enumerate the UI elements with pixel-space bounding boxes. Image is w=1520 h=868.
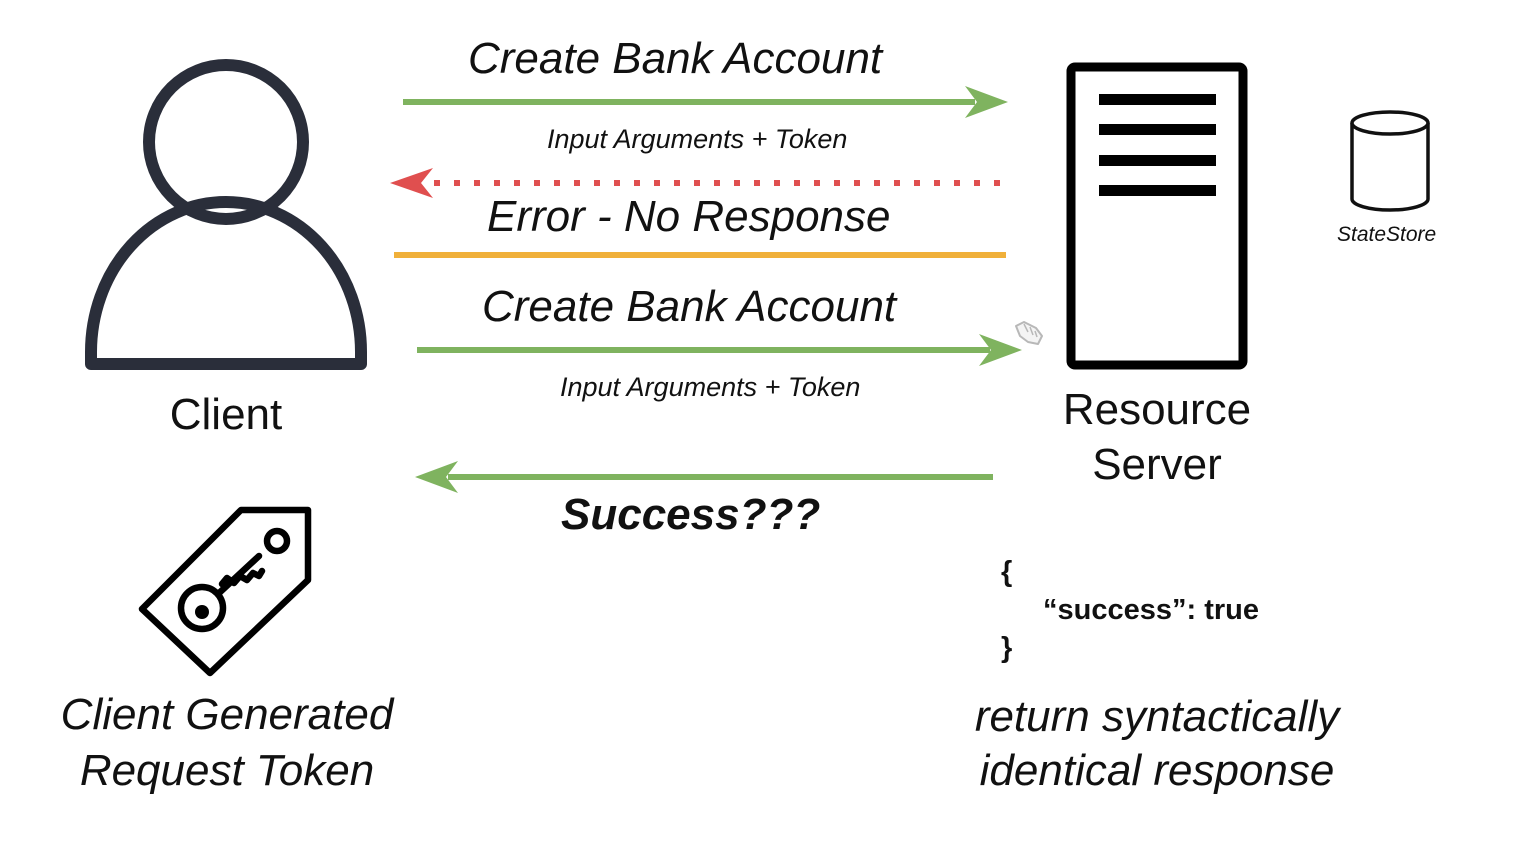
cursor-hand-icon xyxy=(1015,321,1043,345)
server-label-line2: Server xyxy=(1092,440,1222,489)
note-line2: identical response xyxy=(979,746,1335,795)
key-tag-icon xyxy=(138,506,312,677)
response-title: Success??? xyxy=(561,490,821,539)
request-arrow-2 xyxy=(417,334,1022,366)
server-icon xyxy=(1066,62,1248,370)
json-close-brace: } xyxy=(1001,632,1013,664)
request2-title: Create Bank Account xyxy=(482,282,897,331)
json-open-brace: { xyxy=(1001,556,1013,588)
request-arrow-1 xyxy=(403,86,1008,118)
token-label-line1: Client Generated xyxy=(60,690,394,739)
request1-title: Create Bank Account xyxy=(468,34,883,83)
database-icon xyxy=(1350,110,1430,212)
token-label-line2: Request Token xyxy=(79,746,375,795)
client-label: Client xyxy=(169,390,283,439)
server-label-line1: Resource xyxy=(1062,385,1252,434)
statestore-label: StateStore xyxy=(1337,223,1437,246)
response-arrow xyxy=(415,461,993,493)
error-arrow xyxy=(390,168,1000,198)
note-line1: return syntactically xyxy=(974,692,1340,741)
request1-subtitle: Input Arguments + Token xyxy=(547,124,848,154)
json-success-field: “success”: true xyxy=(1043,594,1259,626)
request2-subtitle: Input Arguments + Token xyxy=(560,372,861,402)
person-icon xyxy=(85,59,367,370)
error-title: Error - No Response xyxy=(487,192,891,241)
